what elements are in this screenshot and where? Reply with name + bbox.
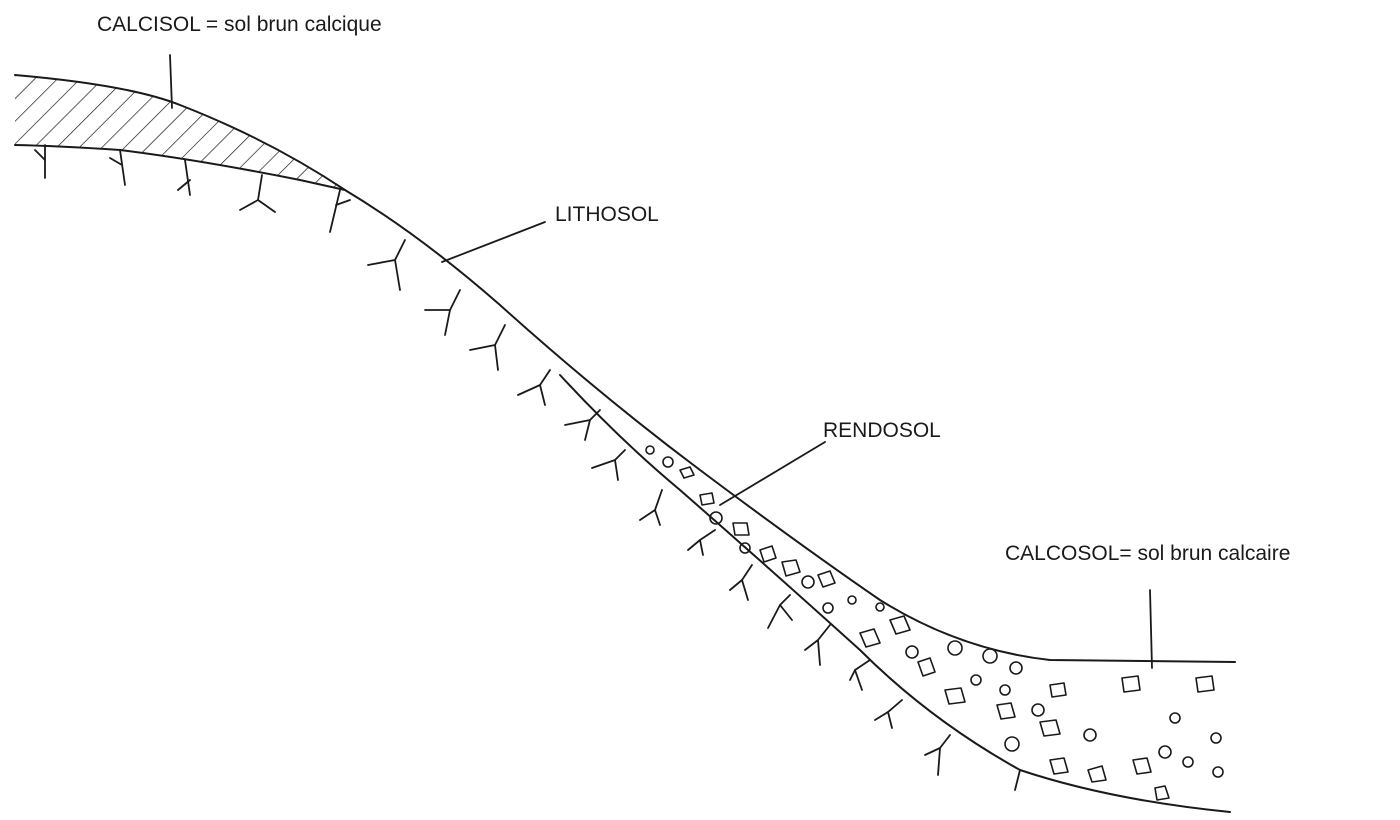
rendosol-label: RENDOSOL <box>823 419 941 442</box>
lithosol-leader-line <box>442 222 545 262</box>
ground-surface-line <box>15 75 1235 662</box>
calcosol-leader-line <box>1150 590 1152 668</box>
colluvium-stones <box>646 446 1223 800</box>
bedrock-fissure-marks <box>35 145 1020 790</box>
calcosol-label: CALCOSOL= sol brun calcaire <box>1005 542 1290 565</box>
rendosol-leader-line <box>720 442 825 505</box>
lithosol-label: LITHOSOL <box>555 203 659 226</box>
calcisol-label: CALCISOL = sol brun calcique <box>97 13 382 36</box>
calcisol-zone <box>0 60 360 200</box>
calcisol-leader-line <box>170 55 172 108</box>
